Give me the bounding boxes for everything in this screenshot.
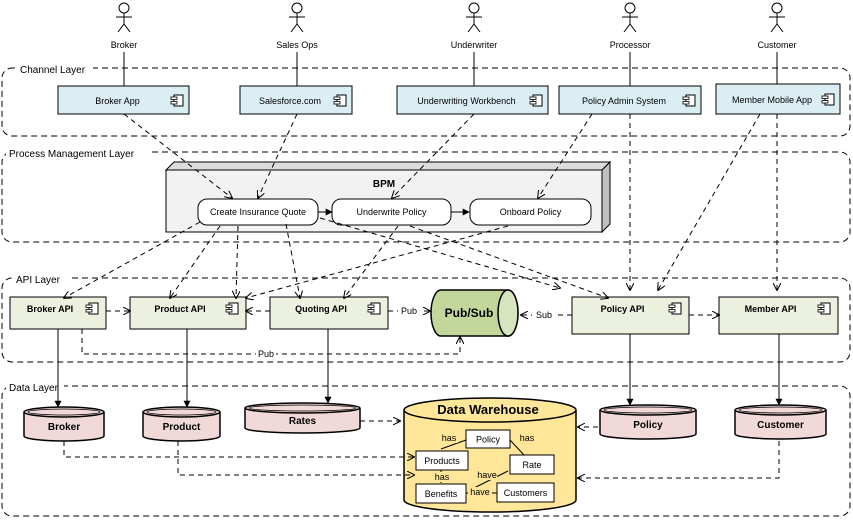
api-label: Quoting API (295, 304, 347, 314)
api-label: Member API (745, 304, 797, 314)
api-label: Product API (154, 304, 205, 314)
app-label: Policy Admin System (582, 96, 666, 106)
component-icon (367, 302, 381, 315)
entity-benefits: Benefits (415, 483, 467, 504)
data-layer-frame (1, 385, 851, 517)
api-label: Policy API (601, 304, 645, 314)
api-label: Broker API (27, 304, 73, 314)
stick-figure-icon (622, 2, 638, 33)
relation-label: have (470, 487, 490, 497)
bpm-step[interactable]: Underwrite Policy (331, 198, 452, 226)
app-label: Member Mobile App (732, 95, 812, 105)
actor-label: Underwriter (451, 40, 498, 50)
store-product: Product (142, 406, 221, 442)
store-label: Policy (633, 420, 663, 431)
component-icon (333, 94, 347, 107)
channel-layer-title: Channel Layer (20, 65, 86, 76)
entity-label: Policy (476, 435, 501, 445)
relation-label: has (442, 433, 457, 443)
actor-broker: Broker (111, 2, 138, 50)
process-layer-frame (1, 151, 851, 243)
stick-figure-icon (116, 2, 132, 33)
api-product-api[interactable]: Product API (129, 296, 247, 330)
entity-policy: Policy (465, 429, 511, 449)
component-icon (682, 94, 696, 107)
sub-edge-label: Sub (536, 310, 552, 320)
component-icon (821, 93, 835, 106)
data-layer-title: Data Layer (9, 383, 59, 394)
component-icon (225, 302, 239, 315)
bpm-step[interactable]: Onboard Policy (469, 198, 592, 226)
store-broker: Broker (23, 406, 105, 442)
entity-label: Rate (522, 460, 541, 470)
component-icon (668, 302, 682, 315)
api-layer-title: API Layer (16, 275, 61, 286)
app-label: Broker App (95, 96, 140, 106)
bpm-step-label: Underwrite Policy (356, 207, 427, 217)
relation-label: have (477, 470, 497, 480)
actor-label: Customer (757, 40, 796, 50)
store-policy: Policy (599, 404, 697, 440)
pub-edge-label: Pub (401, 306, 417, 316)
actor-customer: Customer (757, 2, 797, 50)
api-quoting-api[interactable]: Quoting API (269, 296, 389, 330)
api-policy-api[interactable]: Policy API (571, 296, 690, 335)
app-member-mobile-app[interactable]: Member Mobile App (715, 83, 841, 115)
store-rates: Rates (244, 402, 361, 434)
app-policy-admin-system[interactable]: Policy Admin System (558, 85, 702, 115)
actor-label: Broker (111, 40, 138, 50)
warehouse-title: Data Warehouse (437, 402, 538, 417)
actor-underwriter: Underwriter (451, 2, 498, 50)
app-broker-app[interactable]: Broker App (57, 85, 190, 115)
actor-label: Sales Ops (276, 40, 318, 50)
bpm-step[interactable]: Create Insurance Quote (197, 198, 319, 226)
entity-label: Products (424, 456, 460, 466)
entity-rate: Rate (509, 454, 555, 475)
component-icon (170, 94, 184, 107)
api-broker-api[interactable]: Broker API (9, 296, 107, 330)
store-label: Product (163, 422, 201, 433)
entity-label: Customers (504, 488, 548, 498)
relation-label: has (520, 433, 535, 443)
actor-label: Processor (610, 40, 651, 50)
app-underwriting-workbench[interactable]: Underwriting Workbench (396, 85, 549, 115)
store-label: Broker (48, 422, 80, 433)
api-layer-frame (1, 277, 851, 363)
store-label: Rates (289, 416, 317, 427)
pubsub-label: Pub/Sub (445, 306, 494, 320)
relation-label: has (435, 472, 450, 482)
store-label: Customer (757, 420, 804, 431)
bpm-step-label: Onboard Policy (500, 207, 562, 217)
bpm-step-label: Create Insurance Quote (210, 207, 306, 217)
actor-sales-ops: Sales Ops (276, 2, 318, 50)
actor-processor: Processor (610, 2, 651, 50)
process-layer-title: Process Management Layer (9, 149, 135, 160)
app-label: Salesforce.com (259, 96, 321, 106)
component-icon (817, 302, 831, 315)
stick-figure-icon (466, 2, 482, 33)
store-customer: Customer (734, 404, 827, 440)
entity-label: Benefits (425, 489, 458, 499)
api-member-api[interactable]: Member API (718, 296, 839, 335)
channel-layer-frame (1, 67, 851, 137)
entity-customers: Customers (496, 482, 555, 503)
entity-products: Products (415, 450, 469, 471)
stick-figure-icon (769, 2, 785, 33)
pubsub-queue: Pub/Sub (430, 289, 519, 337)
component-icon (529, 94, 543, 107)
app-label: Underwriting Workbench (417, 96, 515, 106)
component-icon (85, 302, 99, 315)
bpm-title: BPM (373, 179, 395, 190)
stick-figure-icon (289, 2, 305, 33)
app-salesforce-com[interactable]: Salesforce.com (239, 85, 353, 115)
pub-edge-label: Pub (258, 349, 274, 359)
